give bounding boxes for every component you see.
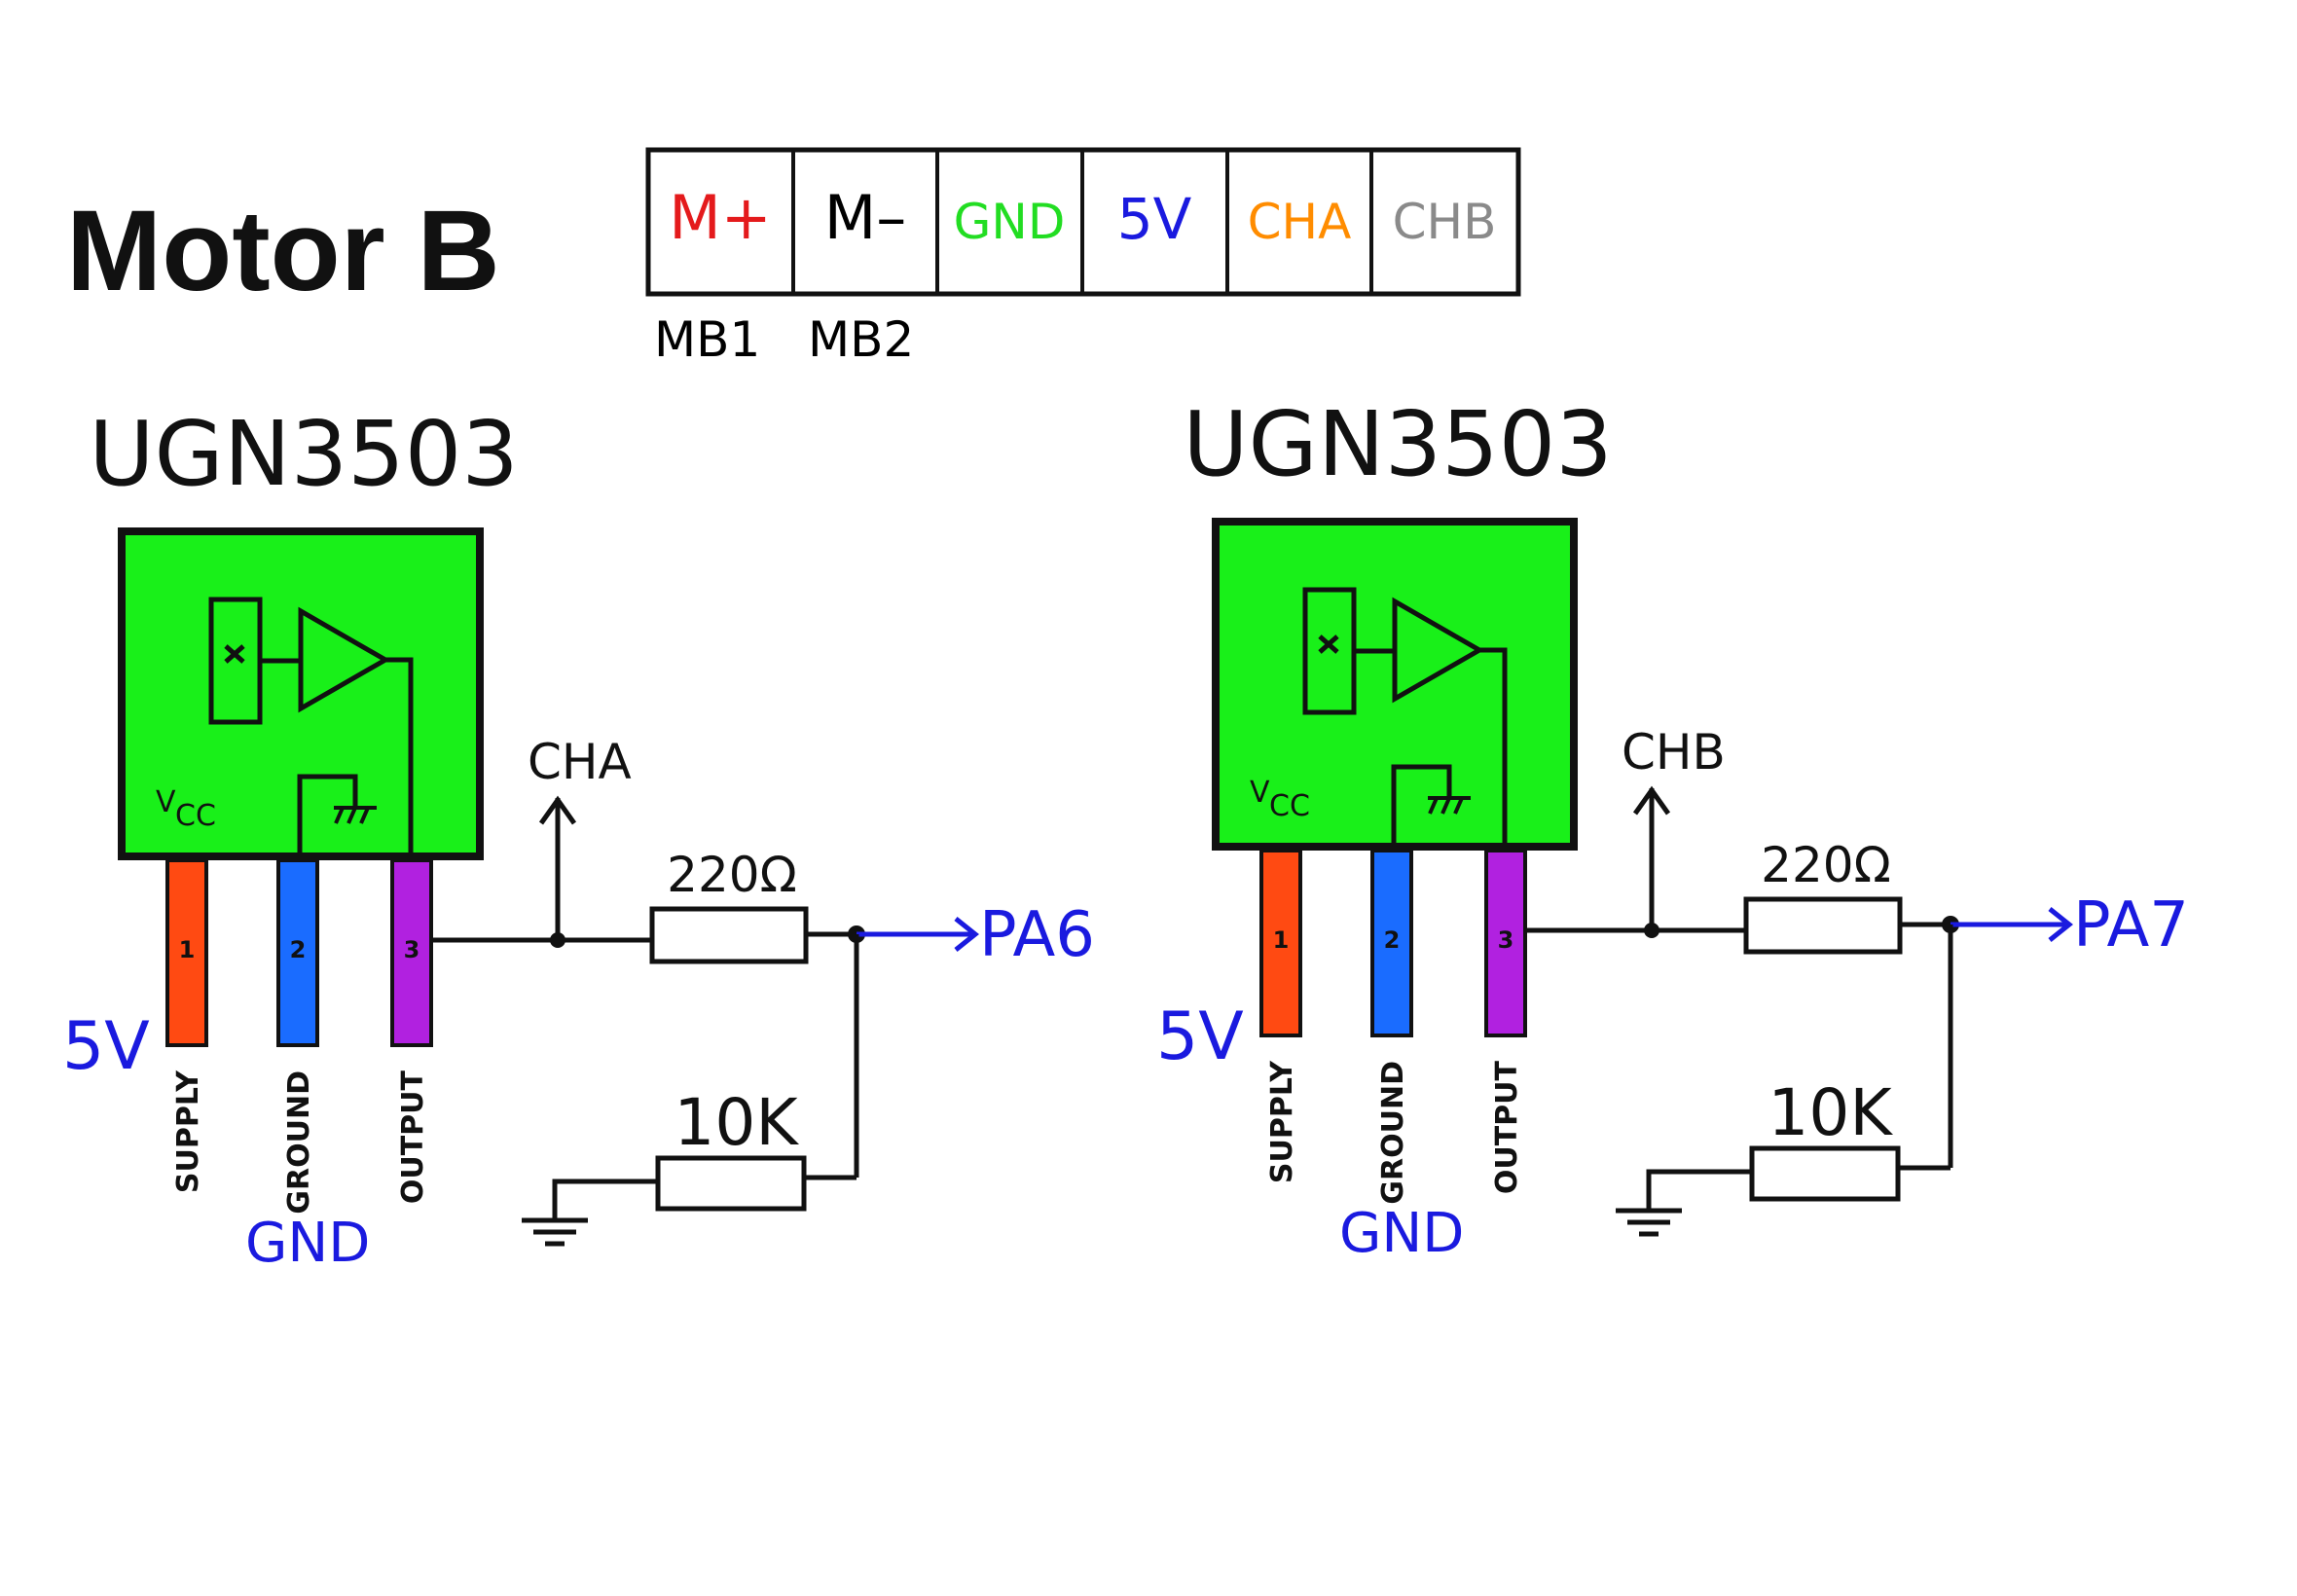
amp-output-wire [385, 657, 414, 860]
connector-pin-gnd: GND [954, 194, 1066, 250]
sensor-pin-number: 1 [1273, 926, 1290, 954]
sensor-pin-name: OUTPUT [1490, 1060, 1524, 1194]
amp-output-wire [1479, 647, 1508, 851]
connector-table: M+ M– GND 5V CHA CHB MB1 MB2 [645, 147, 1521, 368]
connector-sublabel-mb2: MB2 [808, 311, 914, 368]
ground-icon [522, 1217, 588, 1247]
supply-voltage-label: 5V [1156, 998, 1244, 1075]
ground-wire [1646, 1169, 1752, 1209]
vcc-label: V [1250, 776, 1270, 810]
resistor-10k [655, 1155, 807, 1212]
connector-pin-5v: 5V [1117, 186, 1192, 252]
sensor-pin-number: 3 [404, 936, 420, 963]
sensor-pin-3 [1484, 849, 1527, 1037]
sensor-pin-name: OUTPUT [396, 1070, 430, 1204]
internal-ground-icon [334, 806, 377, 824]
channel-arrow [538, 795, 577, 940]
hall-element-cross [1318, 635, 1339, 654]
ground-net-label: GND [1339, 1202, 1464, 1265]
sensor-pin-name: SUPPLY [171, 1070, 205, 1193]
resistor-220-label: 220Ω [1761, 837, 1891, 893]
ground-net-label: GND [245, 1212, 370, 1275]
output-arrow [1951, 907, 2074, 942]
channel-arrow [1632, 785, 1671, 930]
mcu-pin-label: PA7 [2073, 889, 2189, 961]
sensor-pin-2 [1370, 849, 1413, 1037]
connector-sublabel-mb1: MB1 [654, 311, 760, 368]
resistor-220-label: 220Ω [667, 847, 797, 903]
amplifier-triangle [298, 606, 391, 713]
vcc-sub-label: CC [175, 799, 216, 833]
sensor-pin-number: 1 [179, 936, 196, 963]
hall-element-cross [224, 644, 245, 664]
supply-voltage-label: 5V [62, 1008, 150, 1085]
resistor-10k-label: 10K [674, 1085, 799, 1160]
channel-label: CHA [528, 734, 632, 790]
internal-ground-wire [297, 774, 358, 860]
sensor-pin-name: SUPPLY [1265, 1060, 1299, 1183]
vcc-label: V [156, 785, 176, 819]
chip-name-label: UGN3503 [89, 402, 519, 506]
sensor-pin-name: GROUND [1376, 1061, 1410, 1205]
channel-label: CHB [1622, 724, 1726, 780]
resistor-220 [649, 906, 809, 964]
sensor-pin-3 [390, 858, 433, 1047]
mcu-pin-label: PA6 [979, 899, 1095, 971]
resistor-220 [1743, 896, 1903, 955]
chip-name-label: UGN3503 [1183, 392, 1613, 496]
ground-icon [1616, 1208, 1682, 1237]
resistor-10k [1749, 1145, 1901, 1202]
internal-ground-icon [1428, 796, 1471, 815]
internal-ground-wire [1391, 764, 1452, 851]
connector-pin-motor-minus: M– [824, 182, 907, 253]
ground-wire [552, 1179, 658, 1218]
page-title: Motor B [66, 187, 500, 315]
amplifier-triangle [1392, 597, 1485, 704]
connector-pin-chb: CHB [1393, 194, 1497, 250]
sensor-pin-1 [165, 858, 208, 1047]
resistor-10k-label: 10K [1768, 1075, 1893, 1150]
sensor-pin-number: 2 [1384, 926, 1401, 954]
sensor-pin-1 [1259, 849, 1302, 1037]
connector-pin-motor-plus: M+ [669, 182, 771, 253]
vcc-sub-label: CC [1269, 789, 1310, 823]
sensor-pin-2 [276, 858, 319, 1047]
output-arrow [857, 917, 980, 952]
sensor-pin-number: 2 [290, 936, 307, 963]
connector-pin-cha: CHA [1248, 194, 1352, 250]
sensor-pin-name: GROUND [282, 1070, 316, 1215]
sensor-pin-number: 3 [1498, 926, 1514, 954]
